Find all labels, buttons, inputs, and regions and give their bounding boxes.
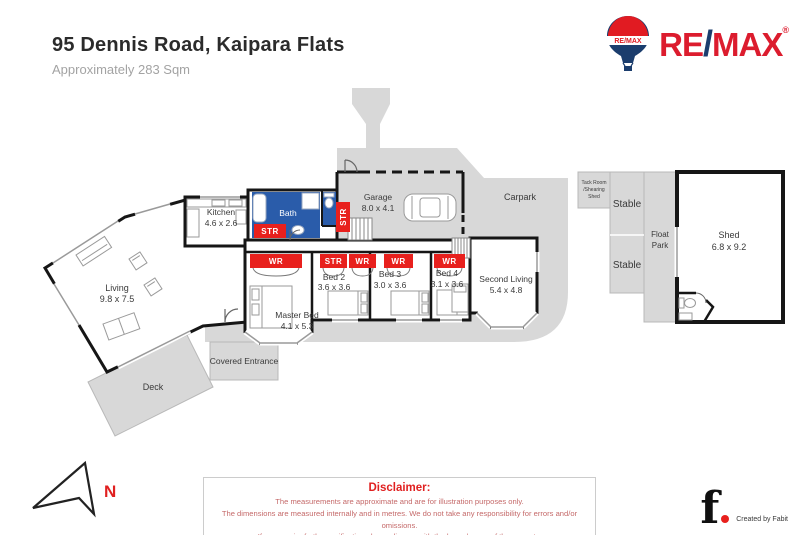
driveway-area [337, 88, 457, 174]
deck-label: Deck [143, 382, 164, 392]
disclaimer-title: Disclaimer: [368, 482, 431, 494]
tack-room-label-1: Tack Room [581, 180, 606, 186]
fabit-logo: f [700, 483, 720, 534]
wardrobe-tag-bed4: WR [434, 254, 465, 277]
svg-text:WR: WR [269, 257, 283, 266]
tack-room-label-2: /Shearing [583, 187, 605, 193]
svg-text:WR: WR [442, 257, 456, 266]
remax-logo: RE/MAX RE/MAX® [602, 14, 789, 74]
stable-bottom-label: Stable [613, 260, 642, 271]
garage-dims: 8.0 x 4.1 [362, 203, 395, 213]
disclaimer-line-1: The measurements are approximate and are… [275, 497, 524, 506]
wordmark-re: RE [659, 26, 704, 63]
covered-entrance-label: Covered Entrance [210, 356, 279, 366]
master-bed-label: Master Bed [275, 310, 319, 320]
single-bed-icon [451, 283, 469, 313]
remax-wordmark: RE/MAX® [659, 23, 789, 64]
second-living-dims: 5.4 x 4.8 [490, 285, 523, 295]
balloon-wordmark: RE/MAX [615, 38, 643, 45]
svg-text:WR: WR [355, 257, 369, 266]
fabit-logo-dot-icon [721, 515, 730, 523]
page-subtitle: Approximately 283 Sqm [52, 62, 191, 77]
room-shed [675, 170, 785, 324]
north-label: N [104, 482, 116, 501]
bed3-icon [390, 290, 430, 316]
carpark-label: Carpark [504, 192, 537, 202]
float-park-label-1: Float [651, 230, 670, 239]
covered-entrance-area [209, 341, 279, 381]
kitchen-dims: 4.6 x 2.6 [205, 218, 238, 228]
living-label: Living [105, 283, 129, 293]
remax-balloon-icon: RE/MAX [606, 16, 651, 71]
bed3-label: Bed 3 [379, 269, 401, 279]
bathtub-icon [252, 193, 267, 223]
svg-text:STR: STR [325, 257, 343, 266]
disclaimer-line-3: If you require further verification plea… [210, 531, 589, 535]
room-labels: Living 9.8 x 7.5 Kitchen 4.6 x 2.6 Bath … [100, 180, 747, 392]
armchair-icon [143, 277, 163, 297]
stairs-hall [451, 237, 471, 259]
shed-dims: 6.8 x 9.2 [712, 242, 747, 252]
outbuildings-area [577, 171, 678, 323]
bed3-dims: 3.0 x 3.6 [374, 280, 407, 290]
shed-partition [677, 291, 715, 323]
furniture [75, 193, 696, 341]
fabit-credit: f Created by Fabit [700, 483, 788, 534]
wardrobe-tag-master: WR [250, 254, 302, 277]
garage-door-arc [344, 159, 358, 173]
wc-toilet-icon [323, 192, 335, 209]
svg-text:WR: WR [391, 257, 405, 266]
wordmark-registered: ® [782, 25, 789, 35]
wordmark-max: MAX [712, 26, 783, 63]
fabit-credit-text: Created by Fabit [736, 516, 788, 523]
stable-top-label: Stable [613, 199, 642, 210]
storage-tag-garage: STR [336, 202, 350, 232]
shed-toilet-icon [678, 297, 696, 321]
disclaimer-box: Disclaimer: The measurements are approxi… [203, 477, 596, 535]
wardrobe-tag-bed2: WR [349, 254, 376, 277]
master-bed-icon [249, 285, 293, 329]
sofa-icon [75, 235, 113, 267]
bath-label: Bath [279, 208, 297, 218]
bed4-label: Bed 4 [436, 268, 458, 278]
stairs-garage [347, 217, 373, 241]
bed2-label: Bed 2 [323, 272, 345, 282]
storage-tag-bed2: STR [320, 254, 347, 277]
wardrobe-tag-bed3: WR [384, 254, 413, 277]
garage-label: Garage [364, 192, 393, 202]
kitchen-label: Kitchen [207, 207, 236, 217]
front-door-arc [224, 308, 239, 323]
bed2-dims: 3.6 x 3.6 [318, 282, 351, 292]
table-icon [102, 312, 141, 341]
svg-text:STR: STR [339, 208, 348, 226]
storage-tags: WR STR WR WR WR [250, 202, 465, 277]
bed4-dims: 3.1 x 3.6 [431, 279, 464, 289]
page-title: 95 Dennis Road, Kaipara Flats [52, 34, 345, 56]
wordmark-slash: / [703, 23, 713, 64]
windows [51, 194, 680, 370]
svg-text:STR: STR [261, 227, 279, 236]
storage-tag-bath: STR [254, 224, 286, 238]
armchair-icon [128, 251, 148, 271]
living-dims: 9.8 x 7.5 [100, 294, 135, 304]
master-bed-dims: 4.1 x 5.3 [281, 321, 314, 331]
north-arrow: N [32, 460, 116, 518]
tack-room-label-3: Shed [588, 194, 600, 200]
car-icon [403, 193, 457, 222]
shed-label: Shed [718, 230, 739, 240]
shower-icon [301, 192, 320, 210]
float-park-label-2: Park [652, 241, 669, 250]
bed2-icon [327, 290, 369, 316]
disclaimer-line-2: The dimensions are measured internally a… [221, 508, 578, 530]
kitchen-counter-icon [186, 198, 247, 238]
second-living-label: Second Living [479, 274, 533, 284]
